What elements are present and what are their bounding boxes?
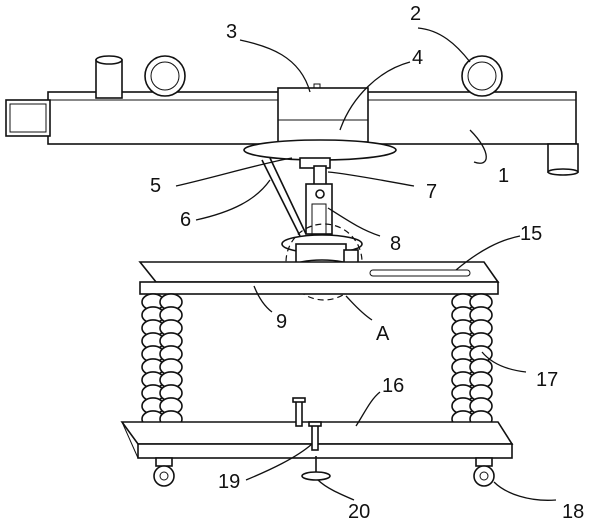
leveling-screw bbox=[301, 456, 331, 481]
callout-5: 5 bbox=[150, 175, 161, 197]
caster-front-left bbox=[153, 457, 175, 487]
callout-1: 1 bbox=[498, 165, 509, 187]
locating-pin bbox=[292, 397, 322, 451]
handle-ring-right bbox=[461, 55, 503, 97]
callout-2: 2 bbox=[410, 3, 421, 25]
bellows-left bbox=[141, 293, 183, 441]
turntable-disc bbox=[243, 139, 397, 169]
bellows-right bbox=[451, 293, 493, 441]
motor-housing bbox=[277, 83, 369, 143]
callout-A: A bbox=[376, 323, 390, 345]
callout-17: 17 bbox=[536, 369, 558, 391]
callout-8: 8 bbox=[390, 233, 401, 255]
caster-front-right bbox=[473, 457, 495, 487]
callout-4: 4 bbox=[412, 47, 423, 69]
callout-labels: 3 2 4 1 5 6 7 8 15 9 A 17 16 19 20 18 bbox=[150, 3, 584, 523]
diagonal-strut bbox=[261, 157, 307, 237]
callout-9: 9 bbox=[276, 311, 287, 333]
callout-15: 15 bbox=[520, 223, 542, 245]
upper-plate bbox=[138, 261, 500, 295]
callout-7: 7 bbox=[426, 181, 437, 203]
callout-19: 19 bbox=[218, 471, 240, 493]
callout-18: 18 bbox=[562, 501, 584, 523]
leader-lines bbox=[175, 27, 557, 501]
callout-16: 16 bbox=[382, 375, 404, 397]
callout-20: 20 bbox=[348, 501, 370, 523]
outlet-stub bbox=[547, 143, 579, 176]
pipe-connector bbox=[95, 55, 123, 99]
handle-ring-left bbox=[144, 55, 186, 97]
callout-6: 6 bbox=[180, 209, 191, 231]
vertical-post bbox=[305, 165, 333, 235]
callout-3: 3 bbox=[226, 21, 237, 43]
